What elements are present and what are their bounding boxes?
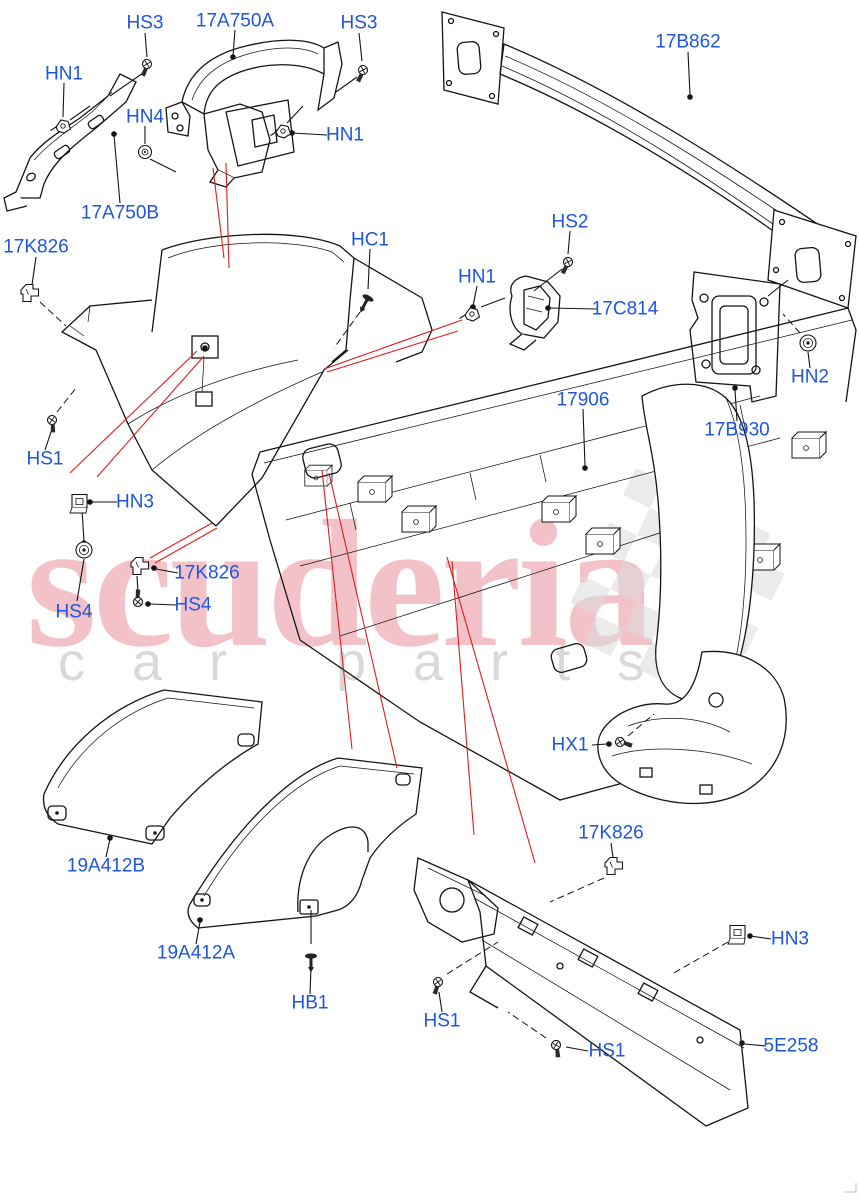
clip-17k826-3-icon <box>604 856 624 876</box>
screw-hs3-1-icon <box>138 57 154 79</box>
part-label-17a750b[interactable]: 17A750B <box>80 202 160 224</box>
screw-hs3-2-icon <box>354 63 370 85</box>
nut-hn3-1-icon <box>69 493 88 514</box>
part-label-hs3-2[interactable]: HS3 <box>340 12 378 34</box>
part-label-hn3-2[interactable]: HN3 <box>770 928 810 950</box>
leader-lines <box>31 29 811 1052</box>
grommet-hn4-icon <box>137 144 153 160</box>
assembly-alignment-dashes <box>39 301 801 1039</box>
nut-hn1-1-icon <box>49 119 72 134</box>
part-label-hs4-1[interactable]: HS4 <box>55 601 93 623</box>
part-label-17k826-3[interactable]: 17K826 <box>578 822 644 844</box>
part-17b862-beam-drawing <box>441 11 857 309</box>
part-label-17b930[interactable]: 17B930 <box>704 419 770 441</box>
part-label-hs1-3[interactable]: HS1 <box>588 1040 626 1062</box>
part-label-hn1-2[interactable]: HN1 <box>325 124 365 146</box>
nut-hn1-3-icon <box>458 307 481 322</box>
part-19a412a-liner-drawing <box>187 757 423 929</box>
part-label-hc1[interactable]: HC1 <box>350 229 390 251</box>
screw-hs1-1-icon <box>46 414 60 434</box>
part-label-17k826-2[interactable]: 17K826 <box>174 562 240 584</box>
pin-hb1-icon <box>305 953 317 973</box>
part-label-5e258[interactable]: 5E258 <box>763 1035 819 1057</box>
part-label-17a750a[interactable]: 17A750A <box>195 10 275 32</box>
screw-hs1-2-icon <box>430 976 444 996</box>
part-label-hs4-2[interactable]: HS4 <box>174 594 212 616</box>
part-label-17k826-1[interactable]: 17K826 <box>3 236 69 258</box>
nut-hn1-2-icon <box>269 124 292 139</box>
part-label-hs3-1[interactable]: HS3 <box>126 12 164 34</box>
part-17a750b-bracket-drawing <box>3 73 137 212</box>
part-label-hn3-1[interactable]: HN3 <box>115 491 155 513</box>
part-label-hb1[interactable]: HB1 <box>291 992 329 1014</box>
part-label-17b862[interactable]: 17B862 <box>655 31 721 53</box>
watermark-tagline-text: car parts <box>58 632 691 692</box>
part-5e258-lower-panel-drawing <box>413 857 749 1127</box>
screw-hs2-icon <box>558 255 575 277</box>
nut-hn2-icon <box>799 334 817 352</box>
part-label-hn1-3[interactable]: HN1 <box>457 266 497 288</box>
pin-hc1-icon <box>354 292 375 316</box>
part-label-hx1[interactable]: HX1 <box>551 734 589 756</box>
clip-17k826-1-icon <box>20 283 40 303</box>
part-label-hs2[interactable]: HS2 <box>551 211 589 233</box>
part-17c814-bracket-drawing <box>508 275 561 351</box>
part-label-17c814[interactable]: 17C814 <box>591 298 659 320</box>
part-label-17906[interactable]: 17906 <box>556 389 610 411</box>
part-label-hn4[interactable]: HN4 <box>125 106 165 128</box>
red-reference-lines <box>69 162 536 864</box>
screw-hs1-3-icon <box>549 1038 565 1060</box>
part-17906-bumper-assembly-drawing <box>251 307 857 805</box>
part-17b930-plate-drawing <box>689 271 789 403</box>
part-label-19a412b[interactable]: 19A412B <box>66 855 146 877</box>
part-19a412b-liner-drawing <box>42 689 263 845</box>
nut-hn3-2-icon <box>727 924 746 945</box>
washer-hs4-1-icon <box>75 541 93 559</box>
part-label-hs1-2[interactable]: HS1 <box>423 1010 461 1032</box>
part-label-hn2[interactable]: HN2 <box>790 366 830 388</box>
part-label-hs1-1[interactable]: HS1 <box>26 448 64 470</box>
part-label-hn1-1[interactable]: HN1 <box>44 63 84 85</box>
corner-registration-mark <box>845 1183 857 1193</box>
part-17a750a-bracket-drawing <box>165 39 343 188</box>
part-label-19a412a[interactable]: 19A412A <box>156 942 236 964</box>
